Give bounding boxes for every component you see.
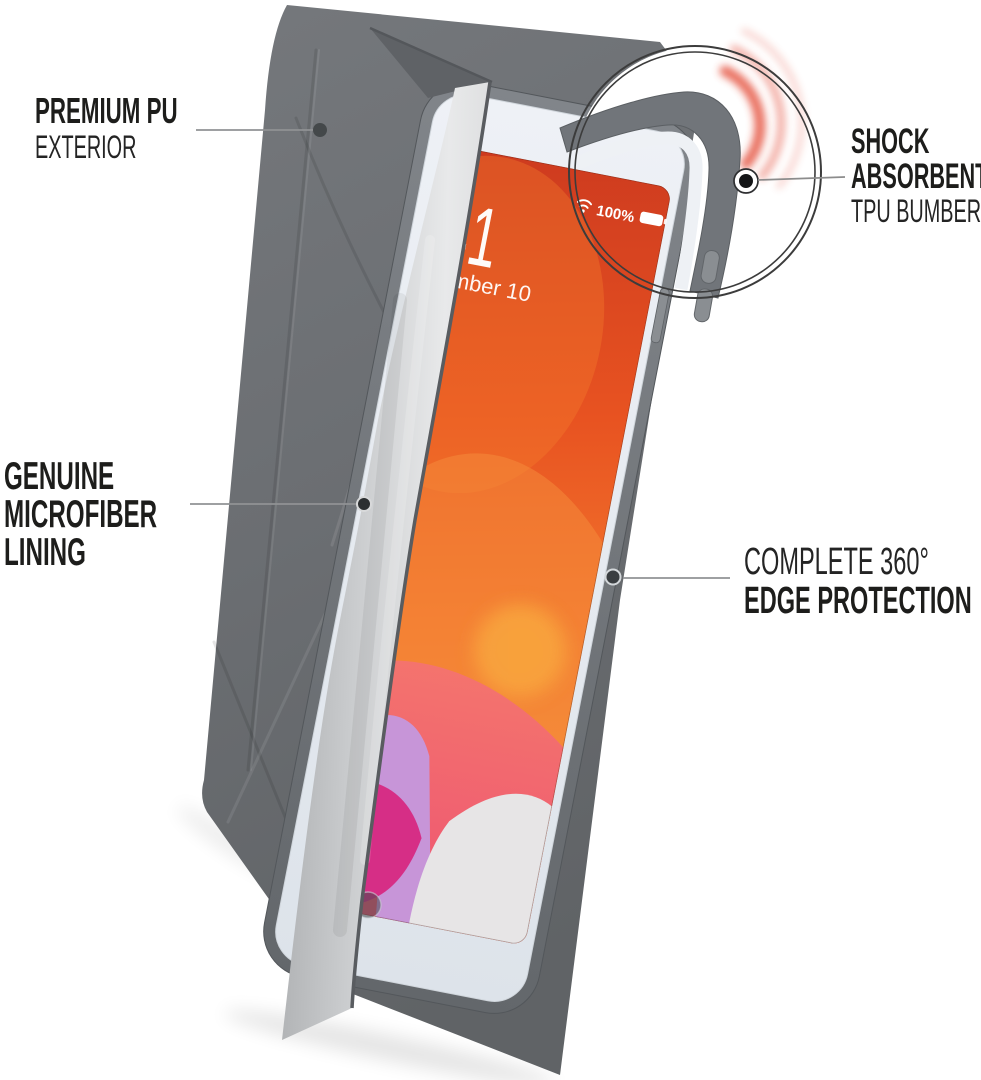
microfiber-line2: MICROFIBER [4, 493, 158, 536]
shock-line1: SHOCK [851, 122, 930, 161]
magnifier [559, 28, 824, 323]
callout-edge-protection: COMPLETE 360° EDGE PROTECTION [744, 543, 972, 621]
flap-fold-edge [369, 26, 493, 84]
microfiber-texture [333, 235, 435, 937]
shock-line [757, 176, 846, 181]
ground-shadow [223, 1010, 557, 1080]
premium-pu-title: PREMIUM PU [35, 90, 178, 131]
magnifier-outer-ring [568, 45, 822, 299]
wallpaper-gray-shape [409, 793, 553, 946]
magnified-bezel [575, 131, 703, 291]
callout-shock-absorbent: SHOCK ABSORBENT TPU BUMBER [851, 124, 981, 229]
edge-line2: EDGE PROTECTION [744, 580, 972, 622]
magnified-bumper-corner [559, 91, 741, 299]
microfiber-dot [356, 496, 372, 512]
magnifier-inner-ring [574, 51, 816, 293]
shock-line3: TPU BUMBER [851, 193, 981, 229]
callout-premium-pu: PREMIUM PU EXTERIOR [35, 90, 178, 165]
wallpaper-glow [474, 604, 567, 697]
edge-dot [604, 568, 622, 586]
shock-line2: ABSORBENT [851, 157, 981, 196]
flap-screen-edge [350, 81, 492, 1009]
flap-fold [370, 28, 492, 98]
microfiber-line3: LINING [4, 531, 86, 574]
edge-line1: COMPLETE 360° [744, 541, 929, 583]
shock-dot [739, 174, 753, 188]
premium-pu-dot [313, 123, 327, 137]
premium-pu-subtitle: EXTERIOR [35, 129, 137, 165]
callout-microfiber-lining: GENUINE MICROFIBER LINING [4, 455, 158, 574]
microfiber-flap [282, 82, 490, 1040]
battery-icon [639, 211, 667, 227]
callout-connectors [190, 123, 846, 586]
microfiber-line1: GENUINE [4, 455, 115, 498]
